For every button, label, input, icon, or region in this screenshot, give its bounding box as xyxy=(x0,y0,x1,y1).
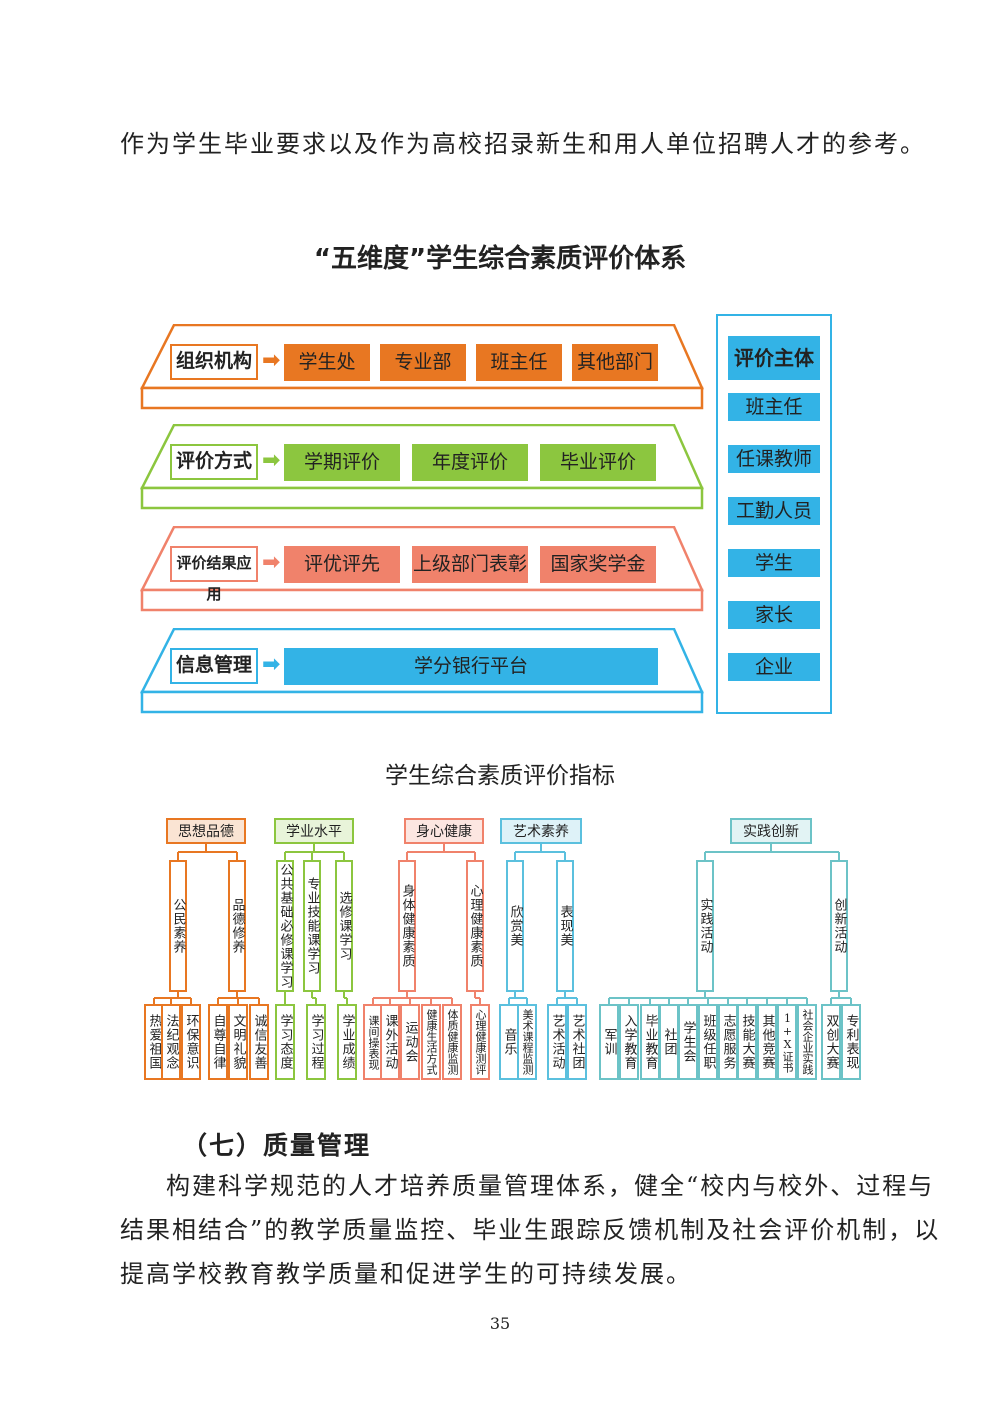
indicator-leaf: 学业成绩 xyxy=(337,1004,357,1080)
indicator-leaf: 环保意识 xyxy=(181,1004,201,1080)
indicator-leaf: 技能大赛 xyxy=(737,1004,757,1080)
indicator-leaf: 运动会 xyxy=(400,1004,420,1080)
indicator-leaf: 双创大赛 xyxy=(821,1004,841,1080)
diagram-title: “五维度”学生综合素质评价体系 xyxy=(313,244,687,274)
indicator-leaf: 社团 xyxy=(659,1004,679,1080)
indicator-leaf: 音乐 xyxy=(499,1004,519,1080)
band-label: 组织机构 xyxy=(170,344,258,380)
indicator-leaf: 美术课程监测 xyxy=(517,1004,537,1080)
indicator-leaf: 健康生活方式 xyxy=(421,1004,441,1080)
band-item: 其他部门 xyxy=(572,344,658,381)
section-paragraph-line-3: 提高学校教育教学质量和促进学生的可持续发展。 xyxy=(120,1260,692,1288)
band-item: 学期评价 xyxy=(284,444,400,481)
indicator-leaf: 军训 xyxy=(599,1004,619,1080)
subject-panel xyxy=(716,314,832,714)
indicator-subcategory: 公民素养 xyxy=(169,860,187,992)
band-item: 评优评先 xyxy=(284,546,400,583)
subject-item: 企业 xyxy=(728,653,820,681)
indicator-leaf: 1+X证书 xyxy=(777,1004,797,1080)
band-label: 信息管理 xyxy=(170,648,258,684)
subject-item: 工勤人员 xyxy=(728,497,820,525)
indicator-leaf: 志愿服务 xyxy=(718,1004,738,1080)
indicator-subcategory: 表现美 xyxy=(556,860,574,992)
band-item: 专业部 xyxy=(380,344,466,381)
band-item: 国家奖学金 xyxy=(540,546,656,583)
indicator-subcategory: 心理健康素质 xyxy=(466,860,484,992)
indicator-subcategory: 身体健康素质 xyxy=(398,860,416,992)
indicator-category: 实践创新 xyxy=(730,818,812,844)
band-item: 班主任 xyxy=(476,344,562,381)
indicator-leaf: 班级任职 xyxy=(698,1004,718,1080)
arrow-right-icon: ➡ xyxy=(262,550,281,575)
indicator-leaf: 学习过程 xyxy=(306,1004,326,1080)
band-item: 年度评价 xyxy=(412,444,528,481)
band-item: 学分银行平台 xyxy=(284,648,658,685)
indicator-diagram-title: 学生综合素质评价指标 xyxy=(385,763,615,789)
indicator-leaf: 专利表现 xyxy=(841,1004,861,1080)
indicator-leaf: 诚信友善 xyxy=(249,1004,269,1080)
indicator-subcategory: 专业技能课学习 xyxy=(303,860,321,992)
indicator-category: 思想品德 xyxy=(166,818,246,844)
indicator-leaf: 艺术活动 xyxy=(547,1004,567,1080)
indicator-subcategory: 选修课学习 xyxy=(335,860,353,992)
section-heading: （七）质量管理 xyxy=(182,1131,372,1160)
section-paragraph-line-1: 构建科学规范的人才培养质量管理体系，健全“校内与校外、过程与 xyxy=(166,1172,935,1200)
indicator-leaf: 课外活动 xyxy=(380,1004,400,1080)
indicator-leaf: 课间操表现 xyxy=(363,1004,383,1080)
indicator-category: 学业水平 xyxy=(274,818,354,844)
band-item: 上级部门表彰 xyxy=(412,546,528,583)
indicator-subcategory: 欣赏美 xyxy=(506,860,524,992)
indicator-subcategory: 品德修养 xyxy=(228,860,246,992)
indicator-category: 艺术素养 xyxy=(500,818,582,844)
page-number: 35 xyxy=(489,1314,511,1333)
indicator-subcategory: 公共基础必修课学习 xyxy=(276,860,294,992)
indicator-leaf: 法纪观念 xyxy=(161,1004,181,1080)
indicator-leaf: 社会企业实践 xyxy=(797,1004,817,1080)
indicator-leaf: 其他竞赛 xyxy=(757,1004,777,1080)
band-label: 评价方式 xyxy=(170,444,258,480)
band-label: 评价结果应用 xyxy=(170,546,258,603)
arrow-right-icon: ➡ xyxy=(262,448,281,473)
indicator-leaf: 入学教育 xyxy=(619,1004,639,1080)
indicator-subcategory: 创新活动 xyxy=(830,860,848,992)
section-paragraph-line-2: 结果相结合”的教学质量监控、毕业生跟踪反馈机制及社会评价机制，以 xyxy=(120,1216,941,1244)
band-item: 毕业评价 xyxy=(540,444,656,481)
subject-panel-title: 评价主体 xyxy=(728,336,820,380)
band-item: 学生处 xyxy=(284,344,370,381)
indicator-leaf: 文明礼貌 xyxy=(228,1004,248,1080)
indicator-subcategory: 实践活动 xyxy=(696,860,714,992)
arrow-right-icon: ➡ xyxy=(262,652,281,677)
indicator-leaf: 学生会 xyxy=(678,1004,698,1080)
indicator-leaf: 体质健康监测 xyxy=(442,1004,462,1080)
subject-item: 家长 xyxy=(728,601,820,629)
intro-paragraph: 作为学生毕业要求以及作为高校招录新生和用人单位招聘人才的参考。 xyxy=(120,130,926,158)
indicator-leaf: 艺术社团 xyxy=(567,1004,587,1080)
arrow-right-icon: ➡ xyxy=(262,348,281,373)
subject-item: 学生 xyxy=(728,549,820,577)
indicator-category: 身心健康 xyxy=(404,818,484,844)
subject-item: 任课教师 xyxy=(728,445,820,473)
indicator-leaf: 毕业教育 xyxy=(640,1004,660,1080)
subject-item: 班主任 xyxy=(728,393,820,421)
indicator-leaf: 心理健康测评 xyxy=(470,1004,490,1080)
indicator-leaf: 自尊自律 xyxy=(208,1004,228,1080)
indicator-leaf: 学习态度 xyxy=(275,1004,295,1080)
